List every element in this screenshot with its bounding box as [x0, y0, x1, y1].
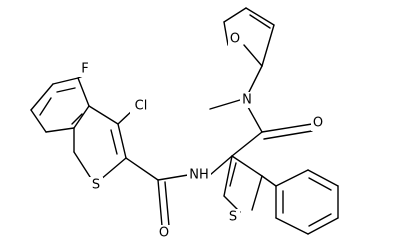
atom-amide-nh: NH [187, 167, 211, 183]
carbonyl-to-oxygen-bond [261, 123, 313, 133]
benzene-bond [45, 127, 75, 133]
furan-bond [223, 21, 229, 46]
nitrogen-methyl-bond [209, 99, 241, 110]
ring-to-carbonyl-bond [125, 157, 159, 181]
atom-oxygen-amide-left: O [157, 225, 171, 241]
oxygen-label-amide-left: O [159, 226, 169, 241]
furan-bond [223, 7, 247, 23]
ring-bond [99, 157, 127, 181]
ring-double-bond [110, 129, 118, 155]
atom-oxygen-amide-right: O [311, 115, 325, 131]
furan-bond [243, 44, 263, 67]
carbonyl-to-nh-bond [157, 174, 189, 181]
atom-sulfur-thiophene: S [226, 209, 240, 225]
benzene-inner-bond [39, 97, 52, 116]
nitrogen-furan-bond [248, 65, 263, 93]
phenyl-bond [307, 169, 339, 187]
ring-bond [117, 123, 127, 159]
oxygen-label-furan: O [230, 32, 240, 47]
thiophene-bond [231, 155, 263, 177]
nh-label: NH [189, 168, 209, 183]
thiophene-double-bond [229, 162, 237, 187]
phenyl-bond [275, 169, 309, 187]
benzene-bond [30, 109, 47, 133]
benzene-bond [30, 83, 54, 111]
thiophene-to-phenyl-bond [261, 175, 277, 187]
atom-nitrogen-methyl: N [240, 92, 254, 108]
phenyl-inner-bond [308, 213, 332, 227]
atom-fluorine: F [78, 61, 92, 77]
phenyl-inner-bond [308, 177, 332, 191]
furan-double-bond [249, 14, 271, 29]
atom-sulfur-benzothiophene: S [89, 177, 103, 193]
benzene-bond [73, 105, 90, 129]
ring-bond [73, 151, 93, 181]
thiophene-bond [251, 175, 263, 211]
carbonyl-double-bond [164, 181, 170, 227]
phenyl-bond [275, 217, 309, 235]
benzene-bond [77, 77, 90, 107]
thiophene-to-carbonyl-bond [231, 131, 263, 157]
bonds [30, 7, 339, 235]
chlorine-label: Cl [135, 99, 148, 114]
nh-to-thiophene-bond [209, 155, 233, 176]
oxygen-label-amide-right: O [313, 116, 323, 131]
furan-bond [245, 7, 275, 26]
benzene-bond [52, 77, 79, 85]
benzene-inner-bond [56, 87, 76, 93]
fluorine-label: F [81, 62, 88, 77]
atom-chlorine: Cl [130, 98, 152, 114]
atom-oxygen-furan: O [228, 31, 242, 47]
benzene-inner-bond [71, 113, 83, 125]
sulfur-label-benzothiophene: S [92, 178, 100, 193]
thiophene-bond [223, 155, 233, 197]
carbonyl-to-oxygen-double-bond [263, 130, 313, 140]
phenyl-bond [307, 217, 339, 235]
nitrogen-label: N [242, 93, 252, 108]
carbonyl-to-nitrogen-bond [247, 106, 263, 133]
sulfur-label-thiophene: S [229, 210, 237, 225]
atom-labels: F Cl S NH O N O O [78, 31, 325, 241]
furan-bond [261, 24, 275, 67]
carbonyl-bond [157, 179, 163, 227]
ring-bond [88, 105, 119, 125]
